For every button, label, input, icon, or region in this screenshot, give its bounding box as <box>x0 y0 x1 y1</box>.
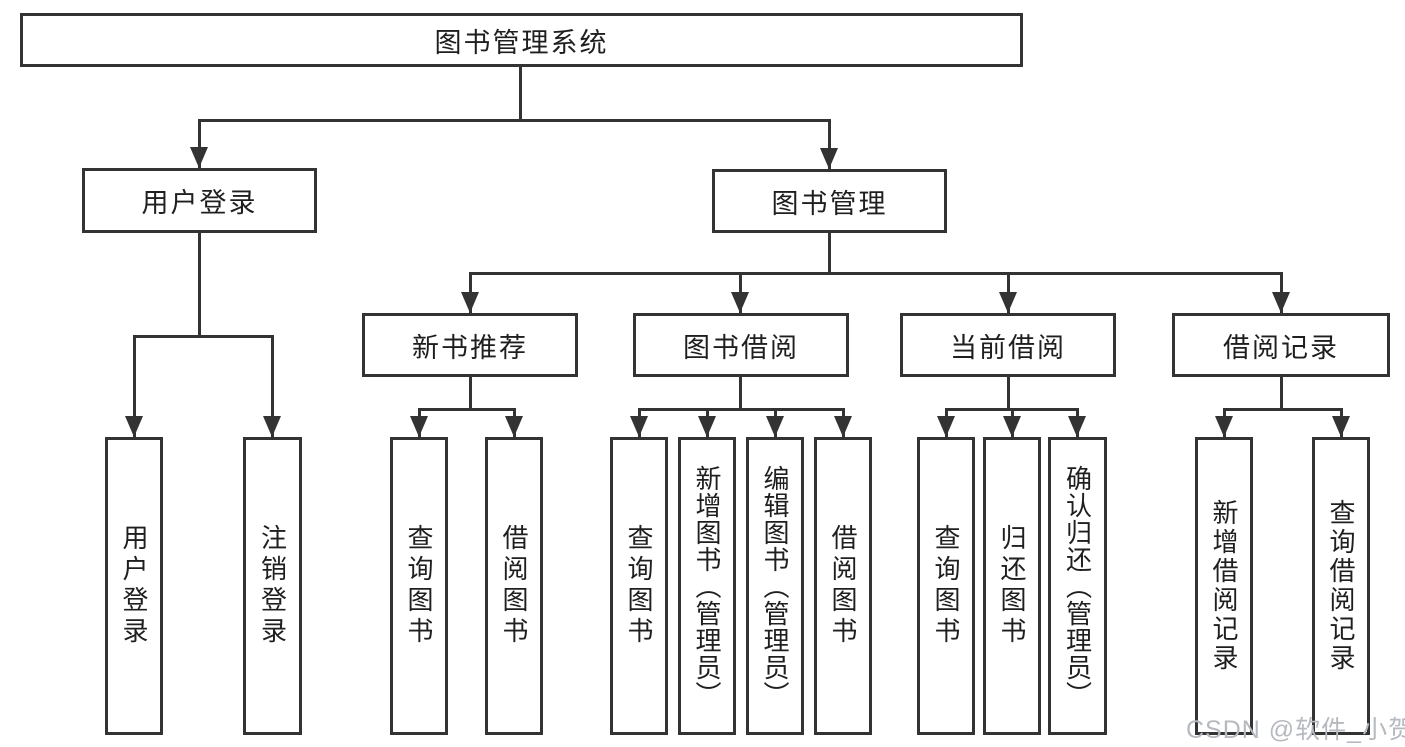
node-leaf-query-book-2: 查询图书 <box>610 437 668 735</box>
arrow-to-leaf-edit-book <box>766 408 784 437</box>
connector-user-login-branch <box>132 335 274 338</box>
node-leaf-borrow-book-1-label: 借阅图书 <box>499 524 529 648</box>
node-borrow-records-label: 借阅记录 <box>1223 332 1339 363</box>
connector-current-borrow-stem <box>1006 377 1010 408</box>
connector-root-stem <box>518 67 522 119</box>
node-leaf-query-book-3: 查询图书 <box>917 437 975 735</box>
connector-new-book-rec-branch <box>417 408 516 411</box>
node-leaf-add-record: 新增借阅记录 <box>1195 437 1253 735</box>
connector-book-mgmt-stem <box>827 233 831 272</box>
node-borrow-records: 借阅记录 <box>1172 313 1390 377</box>
node-root: 图书管理系统 <box>20 13 1023 67</box>
connector-book-mgmt-branch <box>468 272 1283 275</box>
node-user-login: 用户登录 <box>82 168 317 233</box>
arrow-to-leaf-query-book-1 <box>410 408 428 437</box>
node-leaf-add-record-label: 新增借阅记录 <box>1209 499 1239 673</box>
arrow-to-leaf-confirm-return <box>1068 408 1086 437</box>
node-new-book-rec: 新书推荐 <box>362 313 578 377</box>
node-root-label: 图书管理系统 <box>434 27 609 58</box>
node-leaf-confirm-return: 确认归还（管理员） <box>1048 437 1107 735</box>
node-book-borrow: 图书借阅 <box>633 313 849 377</box>
node-new-book-rec-label: 新书推荐 <box>412 332 528 363</box>
arrow-to-leaf-query-book-2 <box>630 408 648 437</box>
connector-borrow-records-branch <box>1222 408 1343 411</box>
arrow-to-leaf-borrow-book-2 <box>834 408 852 437</box>
node-leaf-add-book-label: 新增图书（管理员） <box>692 464 722 708</box>
arrow-to-leaf-query-book-3 <box>937 408 955 437</box>
node-leaf-query-book-3-label: 查询图书 <box>931 524 961 648</box>
node-leaf-query-book-1: 查询图书 <box>390 437 448 735</box>
connector-new-book-rec-stem <box>468 377 472 408</box>
arrow-to-leaf-add-book <box>698 408 716 437</box>
node-leaf-add-book: 新增图书（管理员） <box>678 437 736 735</box>
node-leaf-return-book: 归还图书 <box>983 437 1041 735</box>
node-leaf-return-book-label: 归还图书 <box>997 524 1027 648</box>
arrow-to-leaf-return-book <box>1003 408 1021 437</box>
node-leaf-query-book-1-label: 查询图书 <box>404 524 434 648</box>
csdn-watermark: CSDN @软件_小贺同学 <box>1186 716 1405 744</box>
arrow-to-borrow-records <box>1272 272 1290 313</box>
arrow-to-leaf-add-record <box>1215 408 1233 437</box>
node-user-login-label: 用户登录 <box>141 188 258 218</box>
arrow-to-leaf-logout <box>263 335 281 437</box>
arrow-to-leaf-query-record <box>1332 408 1350 437</box>
connector-user-login-stem <box>197 233 201 335</box>
node-leaf-query-record-label: 查询借阅记录 <box>1326 499 1356 673</box>
node-leaf-query-book-2-label: 查询图书 <box>624 524 654 648</box>
arrow-to-book-mgmt <box>820 119 838 169</box>
node-leaf-logout: 注销登录 <box>243 437 302 735</box>
node-leaf-edit-book: 编辑图书（管理员） <box>746 437 804 735</box>
connector-root-branch <box>197 119 831 122</box>
node-book-mgmt-label: 图书管理 <box>771 188 888 219</box>
connector-borrow-records-stem <box>1279 377 1283 408</box>
node-leaf-logout-label: 注销登录 <box>257 524 288 648</box>
connector-book-borrow-branch <box>637 408 845 411</box>
node-leaf-borrow-book-1: 借阅图书 <box>485 437 543 735</box>
node-leaf-borrow-book-2-label: 借阅图书 <box>828 524 858 648</box>
arrow-to-new-book-rec <box>461 272 479 313</box>
node-leaf-borrow-book-2: 借阅图书 <box>814 437 872 735</box>
node-book-mgmt: 图书管理 <box>712 169 947 233</box>
node-current-borrow: 当前借阅 <box>900 313 1116 377</box>
node-leaf-user-login: 用户登录 <box>105 437 163 735</box>
node-book-borrow-label: 图书借阅 <box>683 332 799 363</box>
node-leaf-query-record: 查询借阅记录 <box>1312 437 1370 735</box>
node-leaf-confirm-return-label: 确认归还（管理员） <box>1062 464 1093 708</box>
arrow-to-user-login <box>190 119 208 168</box>
arrow-to-leaf-borrow-book-1 <box>505 408 523 437</box>
node-leaf-user-login-label: 用户登录 <box>119 524 149 648</box>
node-current-borrow-label: 当前借阅 <box>950 332 1066 363</box>
connector-book-borrow-stem <box>738 377 742 408</box>
arrow-to-book-borrow <box>731 272 749 313</box>
arrow-to-current-borrow <box>999 272 1017 313</box>
arrow-to-leaf-user-login <box>125 335 143 437</box>
node-leaf-edit-book-label: 编辑图书（管理员） <box>760 464 790 708</box>
